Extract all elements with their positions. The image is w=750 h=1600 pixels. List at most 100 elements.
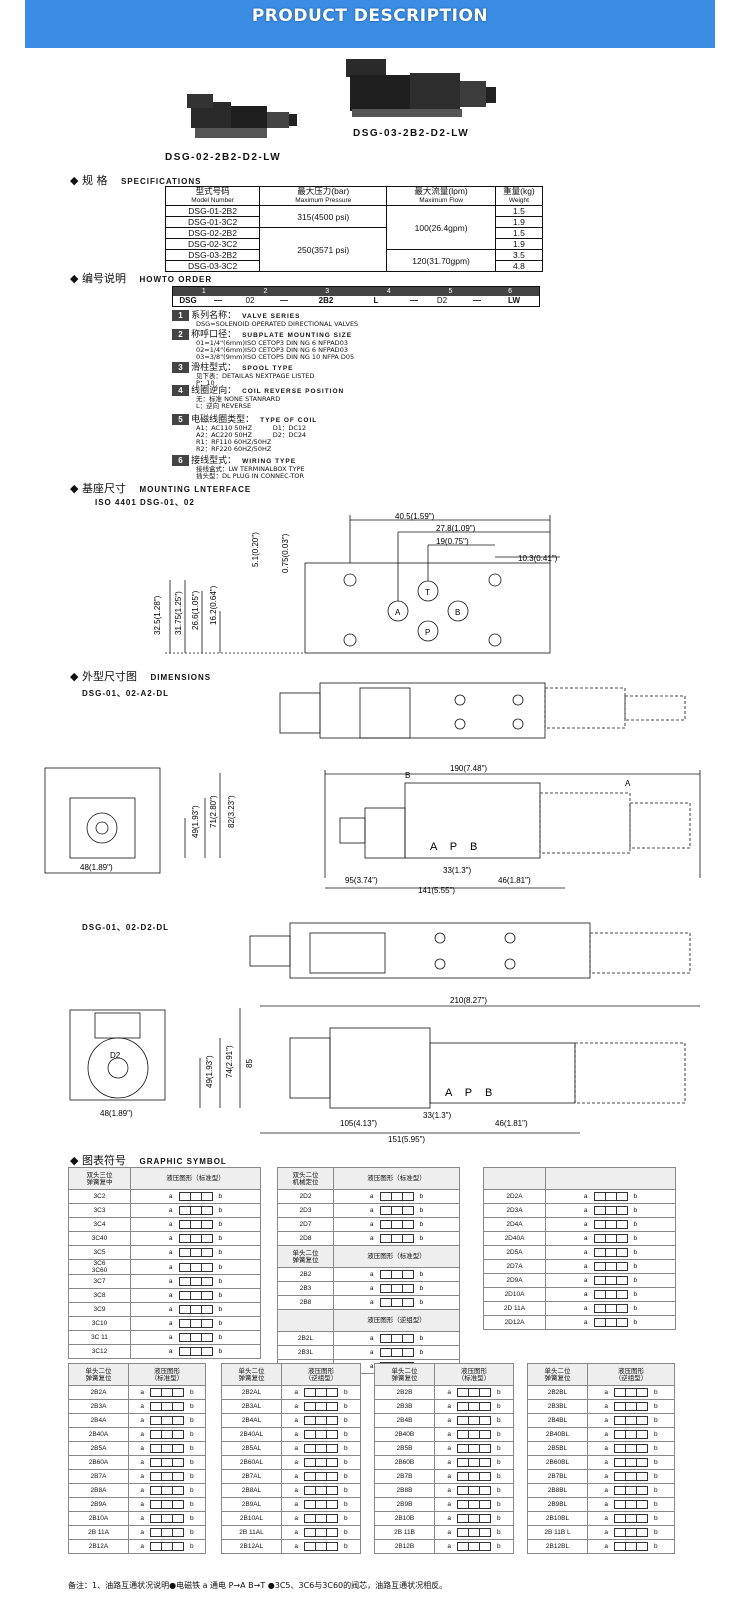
valve-symbol-icon — [178, 1262, 213, 1272]
valve-symbol-icon — [457, 1486, 491, 1495]
specs-heading-en: SPECIFICATIONS — [120, 177, 202, 186]
symbol-code: 2D7A — [483, 1259, 546, 1274]
symbol-code: 3C3 — [68, 1203, 131, 1218]
valve-symbol-icon — [593, 1234, 628, 1243]
symbol-code: 2B60AL — [221, 1455, 282, 1470]
right-model-caption: DSG-03-2B2-D2-LW — [353, 128, 470, 139]
valve-symbol-icon — [150, 1500, 184, 1509]
mounting-heading: ◆ 基座尺寸 MOUNTING LNTERFACE — [70, 482, 252, 495]
svg-text:A P B: A P B — [430, 841, 482, 853]
dim-19: 19(0.75") — [436, 537, 469, 546]
port-t: T — [425, 588, 430, 597]
symbol-code: 2D2A — [483, 1189, 546, 1204]
symbol-code: 2B8 — [277, 1295, 334, 1310]
valve-symbol-icon — [178, 1347, 213, 1356]
symbol-code: 2B 11AL — [221, 1525, 282, 1540]
symbol-code: 2B2 — [277, 1267, 334, 1282]
symbol-code: 2B3B — [374, 1399, 435, 1414]
dimension-drawing-b: 210(8.27") 85 74(2.91") 49(1.93") 48(1.8… — [69, 922, 700, 1144]
valve-symbol-icon — [379, 1234, 414, 1243]
specs-heading-cn: 规 格 — [81, 174, 108, 187]
symbol-code: 2B4BL — [527, 1413, 588, 1428]
svg-text:151(5.95"): 151(5.95") — [388, 1135, 425, 1144]
dim-5-1: 5.1(0.20") — [251, 532, 260, 567]
valve-symbol-icon — [614, 1444, 648, 1453]
symbol-code: 2D2 — [277, 1189, 334, 1204]
diamond-bullet-icon: ◆ — [70, 174, 79, 187]
valve-symbol-icon — [178, 1277, 213, 1286]
valve-symbol-icon — [593, 1276, 628, 1285]
dim-32-5: 32.5(1.28") — [153, 595, 162, 635]
valve-symbol-icon — [150, 1416, 184, 1425]
order-item-5: 5 电磁线圈类型：TYPE OF COIL A1：AC110 50HZ D1：D… — [172, 414, 317, 453]
valve-symbol-icon — [178, 1333, 213, 1342]
symbol-code: 2B12A — [68, 1539, 129, 1554]
valve-symbol-icon — [150, 1430, 184, 1439]
valve-symbol-icon — [150, 1514, 184, 1523]
symbol-code: 2D3 — [277, 1203, 334, 1218]
valve-symbol-icon — [614, 1388, 648, 1397]
port-p: P — [425, 628, 430, 637]
symbol-code: 2B10B — [374, 1511, 435, 1526]
col-pressure: 最大压力(bar)Maximum Pressure — [259, 186, 388, 206]
valve-symbol-icon — [150, 1458, 184, 1467]
valve-symbol-icon — [178, 1248, 213, 1257]
valve-symbol-icon — [593, 1192, 628, 1201]
diamond-bullet-icon: ◆ — [70, 272, 79, 285]
valve-symbol-icon — [593, 1304, 628, 1313]
valve-symbol-icon — [150, 1528, 184, 1537]
valve-symbol-icon — [304, 1472, 338, 1481]
order-item-1: 1 系列名称：VALVE SERIES DSG=SOLENOID OPERATE… — [172, 310, 358, 328]
symbol-code: 2B3 — [277, 1281, 334, 1296]
svg-text:46(1.81"): 46(1.81") — [498, 876, 531, 885]
symbol-code: 3C12 — [68, 1344, 131, 1359]
valve-symbol-icon — [150, 1542, 184, 1551]
symbol-code: 2B7BL — [527, 1469, 588, 1484]
valve-symbol-icon — [379, 1348, 414, 1357]
symbol-code: 2B 11A — [68, 1525, 129, 1540]
valve-symbol-icon — [614, 1542, 648, 1551]
valve-symbol-icon — [379, 1298, 414, 1307]
mounting-drawing: 40.5(1.59") 27.8(1.09") 19(0.75") 10.3(0… — [153, 512, 560, 654]
col-flow: 最大流量(lpm)Maximum Flow — [386, 186, 496, 206]
svg-text:33(1.3"): 33(1.3") — [423, 1111, 452, 1120]
valve-symbol-icon — [150, 1472, 184, 1481]
valve-symbol-icon — [178, 1192, 213, 1201]
svg-text:82(3.23"): 82(3.23") — [227, 795, 236, 828]
symbol-code: 2B9A — [68, 1497, 129, 1512]
